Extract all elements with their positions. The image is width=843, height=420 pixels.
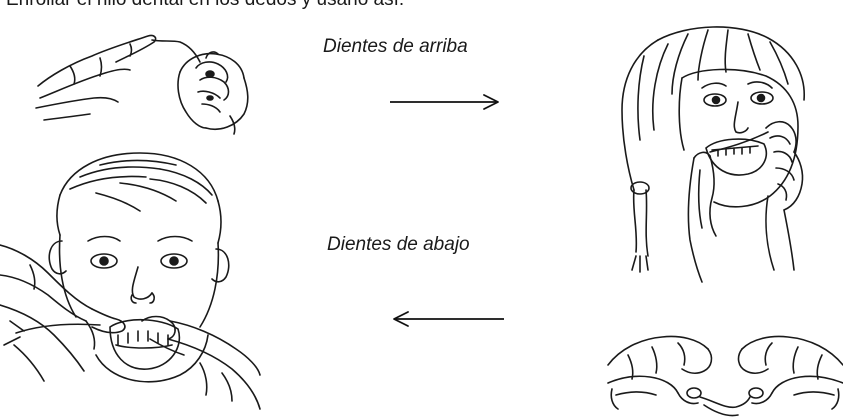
hands-holding-floss-icon xyxy=(607,335,843,417)
arrow-left-svg xyxy=(393,311,504,327)
caption-upper-teeth: Dientes de arriba xyxy=(323,36,468,57)
arrow-right-icon xyxy=(388,92,503,117)
girl-flossing-icon xyxy=(621,26,805,283)
arrow-left-icon xyxy=(388,309,508,334)
caption-lower-teeth: Dientes de abajo xyxy=(327,234,470,255)
hands-winding-floss-icon xyxy=(35,34,249,135)
boy-flossing-icon xyxy=(0,152,261,410)
arrow-right-svg xyxy=(390,94,499,110)
hands-holding-floss-illustration xyxy=(607,325,843,420)
hands-winding-floss-illustration xyxy=(30,28,265,138)
top-text-strip: Enrollar el hilo dental en los dedos y u… xyxy=(0,0,843,14)
top-text: Enrollar el hilo dental en los dedos y u… xyxy=(6,0,404,11)
girl-flossing-upper-teeth-illustration xyxy=(598,20,823,285)
boy-flossing-lower-teeth-illustration xyxy=(0,145,261,420)
